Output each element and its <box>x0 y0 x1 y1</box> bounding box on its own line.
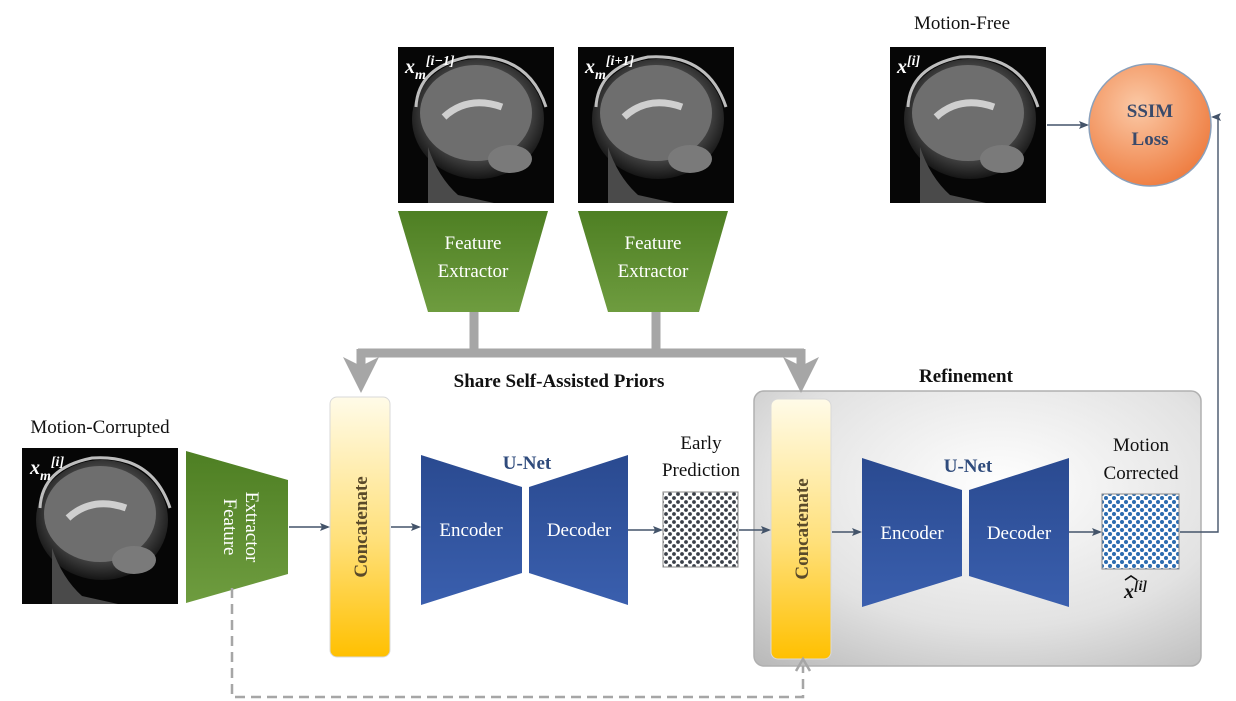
feature-extractor-next-line2: Extractor <box>618 261 689 282</box>
skip-connection-dashed <box>230 588 805 699</box>
concatenate-label-1: Concatenate <box>351 476 372 577</box>
motion-free-image <box>890 47 1046 203</box>
motion-corrected-line1: Motion <box>1113 435 1169 456</box>
refinement-label: Refinement <box>919 366 1014 387</box>
feature-extractor-next-line1: Feature <box>625 233 682 254</box>
encoder-2 <box>862 458 962 607</box>
decoder-label-1: Decoder <box>547 520 612 541</box>
feature-extractor-prev <box>398 211 548 312</box>
encoder-label-2: Encoder <box>880 523 944 544</box>
decoder-1 <box>529 455 628 605</box>
feature-extractor-main <box>186 451 288 603</box>
unet-title-1: U-Net <box>503 453 552 474</box>
decoder-label-2: Decoder <box>987 523 1052 544</box>
motion-corrupted-caption: Motion-Corrupted <box>30 417 170 438</box>
motion-corrupted-symbol: xm[i] <box>29 455 64 484</box>
motion-corrected-image <box>1101 493 1180 570</box>
ssim-line2: Loss <box>1132 129 1169 150</box>
feature-extractor-prev-line1: Feature <box>445 233 502 254</box>
ssim-loss-node <box>1088 63 1212 187</box>
next-slice-symbol: xm[i+1] <box>584 54 634 83</box>
hat-accent-icon <box>1124 575 1138 581</box>
prev-slice-symbol: xm[i−1] <box>404 54 455 83</box>
encoder-1 <box>421 455 522 605</box>
motion-free-caption: Motion-Free <box>914 13 1010 34</box>
early-prediction-image <box>662 491 739 568</box>
concatenate-block-1 <box>329 396 391 658</box>
early-prediction-line2: Prediction <box>662 460 741 481</box>
decoder-2 <box>969 458 1069 607</box>
feature-extractor-main-line2: Extractor <box>241 492 262 563</box>
concatenate-block-2 <box>770 398 832 660</box>
ssim-line1: SSIM <box>1127 101 1174 122</box>
feature-extractor-prev-line2: Extractor <box>438 261 509 282</box>
feature-extractor-next <box>578 211 728 312</box>
motion-free-symbol: x[i] <box>896 54 921 78</box>
feature-extractor-main-line1: Feature <box>219 499 240 556</box>
unet-title-2: U-Net <box>944 456 993 477</box>
priors-connector <box>343 312 819 393</box>
early-prediction-line1: Early <box>680 433 722 454</box>
motion-corrected-line2: Corrected <box>1104 463 1179 484</box>
priors-label: Share Self-Assisted Priors <box>454 371 665 392</box>
concatenate-label-2: Concatenate <box>792 478 813 579</box>
flow-connectors <box>289 113 1221 536</box>
motion-corrected-symbol: x[i] <box>1123 579 1148 603</box>
encoder-label-1: Encoder <box>439 520 503 541</box>
skip-connection-arrowhead <box>794 656 812 672</box>
